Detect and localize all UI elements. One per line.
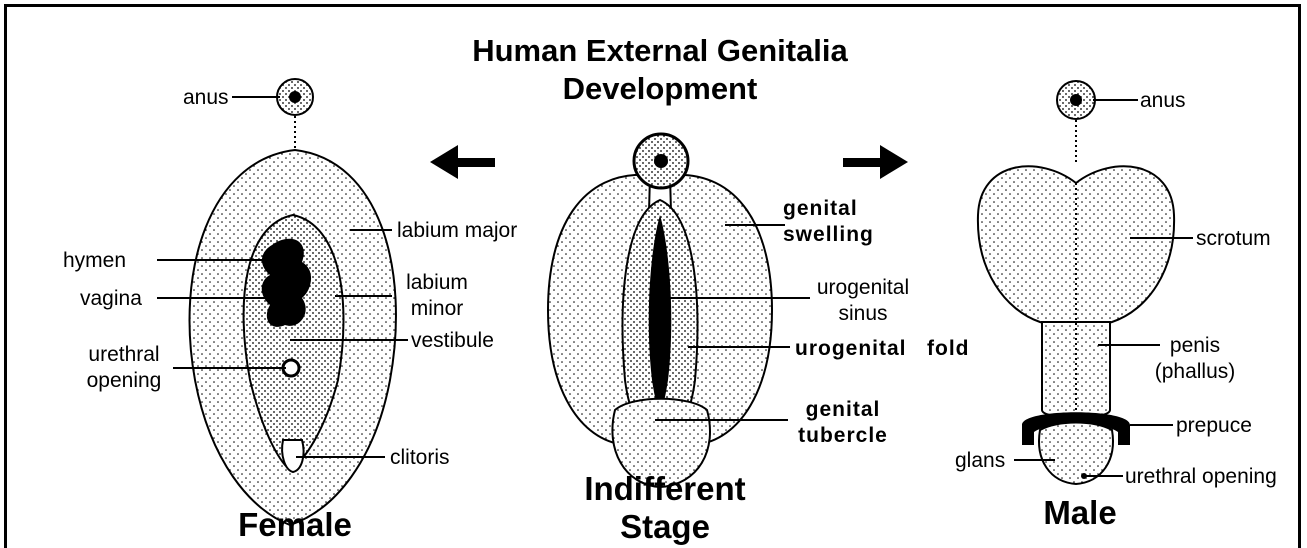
title-line-2: Development <box>400 70 920 108</box>
label-labium-major: labium major <box>397 218 517 244</box>
label-penis-line-2: (phallus) <box>1140 359 1250 385</box>
label-genital-tubercle: genital tubercle <box>783 397 903 449</box>
label-urogenital-fold: urogenital fold <box>795 336 970 362</box>
vagina-shape <box>262 239 311 327</box>
label-genital-tubercle-line-1: genital <box>783 397 903 423</box>
label-female-anus: anus <box>183 85 229 111</box>
label-genital-swelling-line-1: genital <box>783 196 874 222</box>
label-clitoris: clitoris <box>390 445 450 471</box>
label-genital-swelling-line-2: swelling <box>783 222 874 248</box>
male-drawing <box>978 81 1174 484</box>
label-female-urethral-opening-line-2: opening <box>78 368 170 394</box>
label-female-urethral-opening-line-1: urethral <box>78 342 170 368</box>
female-drawing <box>190 79 396 525</box>
title-line-1: Human External Genitalia <box>400 32 920 70</box>
label-penis: penis (phallus) <box>1140 333 1250 385</box>
label-hymen: hymen <box>63 248 126 274</box>
indifferent-drawing <box>548 134 772 487</box>
arrow-left-icon <box>430 145 495 179</box>
label-penis-line-1: penis <box>1140 333 1250 359</box>
diagram-title: Human External Genitalia Development <box>400 32 920 108</box>
label-genital-swelling: genital swelling <box>783 196 874 248</box>
label-prepuce: prepuce <box>1176 413 1252 439</box>
section-indifferent-line-2: Stage <box>560 508 770 546</box>
label-vestibule: vestibule <box>411 328 494 354</box>
section-male: Male <box>1000 494 1160 532</box>
label-female-urethral-opening: urethral opening <box>78 342 170 394</box>
section-indifferent-line-1: Indifferent <box>560 470 770 508</box>
label-male-anus: anus <box>1140 88 1186 114</box>
label-urogenital-sinus: urogenital sinus <box>800 275 926 327</box>
label-vagina: vagina <box>80 286 142 312</box>
glans-shape <box>1039 423 1113 485</box>
label-scrotum: scrotum <box>1196 226 1271 252</box>
label-labium-minor-line-2: minor <box>402 296 472 322</box>
label-glans: glans <box>955 448 1005 474</box>
section-female: Female <box>190 506 400 544</box>
label-labium-minor-line-1: labium <box>402 270 472 296</box>
label-urogenital-sinus-line-2: sinus <box>800 301 926 327</box>
label-male-urethral-opening: urethral opening <box>1125 464 1277 490</box>
label-genital-tubercle-line-2: tubercle <box>783 423 903 449</box>
label-urogenital-sinus-line-1: urogenital <box>800 275 926 301</box>
arrow-right-icon <box>843 145 908 179</box>
scrotum-shape <box>978 166 1174 326</box>
label-labium-minor: labium minor <box>402 270 472 322</box>
section-indifferent: Indifferent Stage <box>560 470 770 546</box>
